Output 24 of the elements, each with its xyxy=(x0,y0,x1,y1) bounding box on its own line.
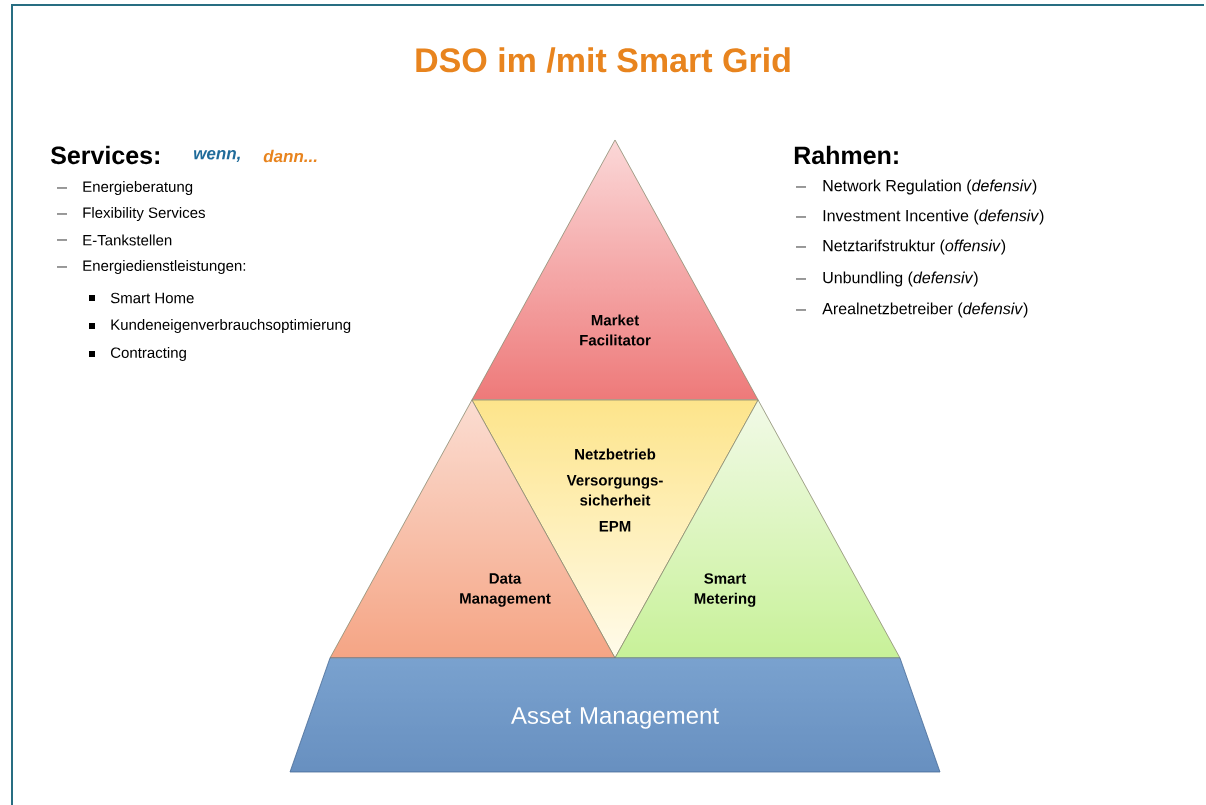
title: DSO im /mit Smart Grid xyxy=(416,47,790,73)
heading: Services: xyxy=(50,145,159,165)
list-item: Smart Home xyxy=(89,292,194,304)
node-text: Netzbetrieb Versorgungs- sicherheit EPM xyxy=(566,448,663,532)
list-item: Energieberatung xyxy=(56,181,193,195)
node-text: Asset Management xyxy=(511,707,719,729)
heading-note: dann... xyxy=(263,149,317,163)
list-item: Contracting xyxy=(89,347,186,361)
heading-note: wenn, xyxy=(194,150,240,162)
pyramid-top-triangle: Market Facilitator xyxy=(471,139,759,401)
list-item: E-Tankstellen xyxy=(56,234,172,246)
list-item: Flexibility Services xyxy=(56,207,205,221)
node-text: Data Management xyxy=(460,573,551,607)
heading: Rahmen: xyxy=(794,145,898,165)
list-item: Unbundling (defensiv) xyxy=(795,271,978,287)
list-item: Netztarifstruktur (offensiv) xyxy=(795,239,1006,255)
list-item: Investment Incentive (defensiv) xyxy=(795,209,1044,225)
list-item: Network Regulation (defensiv) xyxy=(795,179,1037,195)
list-item: Arealnetzbetreiber (defensiv) xyxy=(795,302,1028,318)
base-band: Asset Management xyxy=(289,657,941,773)
list-item: Kundeneigenverbrauchsoptimierung xyxy=(89,319,351,333)
list-item: Energiedienstleistungen: xyxy=(56,260,246,274)
node-text: Smart Metering xyxy=(694,573,756,607)
node-text: Market Facilitator xyxy=(580,314,651,346)
